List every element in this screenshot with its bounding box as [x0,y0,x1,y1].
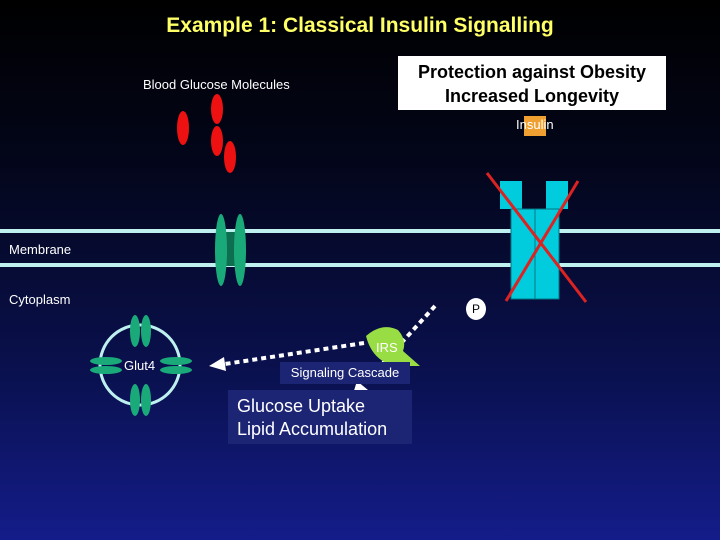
inhibition-cross-line [504,180,580,302]
glucose-molecule [211,94,223,124]
irs-label: IRS [376,340,398,355]
insulin-receptor [500,181,568,300]
cytoplasm-label: Cytoplasm [9,292,71,307]
insulin-label: Insulin [516,117,554,132]
protection-line-1: Protection against Obesity [417,62,647,82]
glucose-molecule [224,141,236,173]
membrane-inner-line [0,263,720,267]
glut4-vesicle [90,315,192,416]
glucose-molecule [177,111,189,145]
blood-glucose-label: Blood Glucose Molecules [143,77,290,92]
inhibition-cross-line [485,172,588,303]
slide-title: Example 1: Classical Insulin Signalling [166,14,554,37]
glucose-molecule [211,126,223,156]
arrow-irs-to-glut4 [224,341,365,366]
phosphate-marker: P [466,298,486,320]
protection-line-2: Increased Longevity [444,86,620,106]
protection-box: Protection against Obesity Increased Lon… [398,56,666,110]
uptake-line-2: Lipid Accumulation [237,419,388,439]
membrane-outer-line [0,229,720,233]
membrane-label: Membrane [9,242,72,257]
insulin-molecule [524,116,546,136]
glut4-label: Glut4 [124,358,156,373]
arrow-head [209,357,226,371]
signaling-cascade-label: Signaling Cascade [280,362,410,384]
irs-protein [366,327,420,366]
glucose-uptake-box: Glucose Uptake Lipid Accumulation [228,390,412,444]
membrane-glucose-transporter [215,214,246,286]
uptake-line-1: Glucose Uptake [237,396,366,416]
